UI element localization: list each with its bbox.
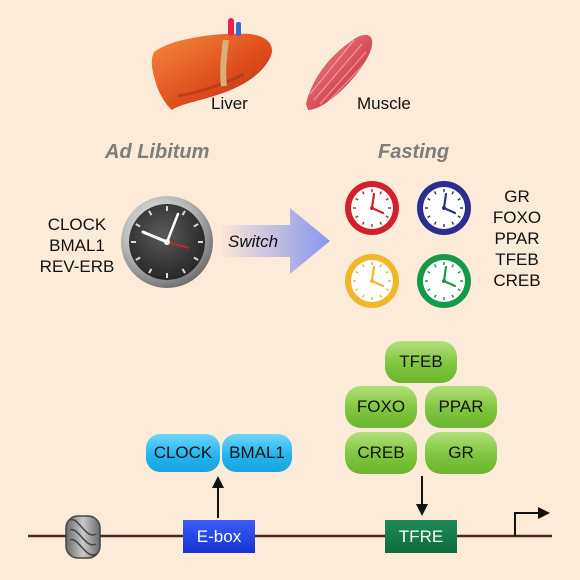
muscle-label: Muscle	[357, 94, 411, 113]
gr-protein: GR	[425, 432, 497, 474]
ad-libitum-heading: Ad Libitum	[105, 141, 210, 163]
liver-label: Liver	[211, 94, 248, 113]
factor-foxo: FOXO	[492, 208, 542, 227]
tfeb-protein: TFEB	[385, 341, 457, 383]
factor-tfeb: TFEB	[495, 250, 539, 269]
green-clock-icon	[417, 254, 471, 308]
bmal1-protein: BMAL1	[222, 434, 292, 472]
fasting-heading: Fasting	[378, 141, 450, 163]
liver-icon	[151, 18, 272, 110]
gene-rev-erb: REV-ERB	[39, 257, 115, 276]
creb-protein: CREB	[345, 432, 417, 474]
transcription-start-arrow	[514, 507, 550, 536]
yellow-clock-icon	[345, 254, 399, 308]
gene-bmal1: BMAL1	[49, 236, 105, 255]
factor-creb: CREB	[493, 271, 541, 290]
clock-gene-list: CLOCK BMAL1 REV-ERB	[36, 214, 118, 277]
switch-label: Switch	[228, 232, 279, 251]
ebox-element: E-box	[183, 520, 255, 553]
fasting-clocks	[345, 181, 471, 308]
factor-ppar: PPAR	[494, 229, 540, 248]
gene-clock: CLOCK	[47, 215, 107, 234]
fasting-factor-list: GR FOXO PPAR TFEB CREB	[488, 186, 546, 291]
foxo-protein: FOXO	[345, 386, 417, 428]
ppar-protein: PPAR	[425, 386, 497, 428]
blue-clock-icon	[417, 181, 471, 235]
factor-gr: GR	[504, 187, 530, 206]
switch-arrow	[222, 208, 330, 274]
ebox-up-arrow	[212, 476, 224, 518]
clock-icon	[121, 196, 213, 288]
tfre-down-arrow	[416, 476, 428, 516]
tfre-element: TFRE	[385, 520, 457, 553]
nucleosome-icon	[65, 515, 101, 559]
red-clock-icon	[345, 181, 399, 235]
clock-protein: CLOCK	[146, 434, 220, 472]
muscle-icon	[306, 34, 373, 110]
